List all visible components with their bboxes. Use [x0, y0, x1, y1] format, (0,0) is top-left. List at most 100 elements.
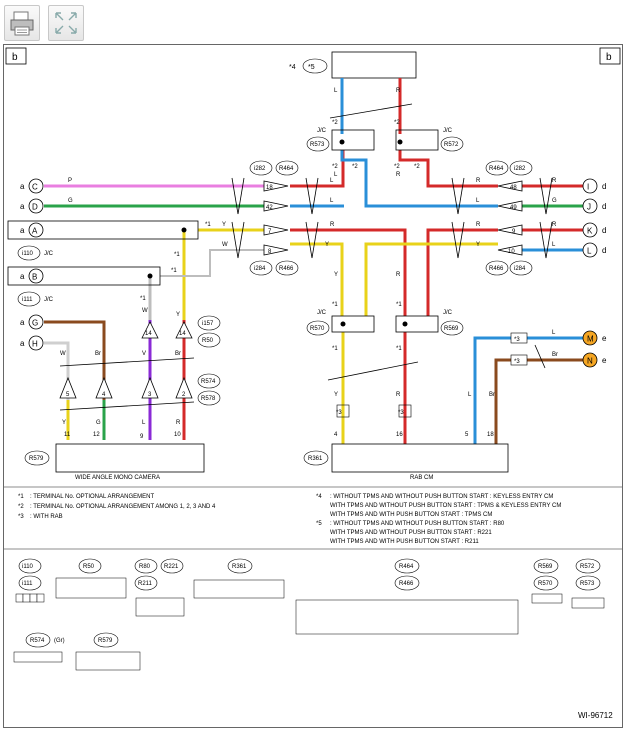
cam-conn-2: 2 — [182, 392, 186, 398]
terminal-suffix: e — [602, 356, 607, 365]
code-r579: R579 — [29, 456, 44, 462]
svg-text:G: G — [96, 420, 101, 426]
terminal-letter: B — [32, 273, 37, 282]
svg-text:W: W — [222, 242, 228, 248]
svg-text:R466: R466 — [399, 581, 414, 587]
code-i284-b: i284 — [514, 266, 526, 272]
svg-text:R572: R572 — [580, 564, 595, 570]
terminal-suffix: d — [602, 226, 606, 235]
note-text: : WITHOUT TPMS AND WITHOUT PUSH BUTTON S… — [330, 494, 553, 500]
svg-text:L: L — [334, 88, 338, 94]
svg-text:G: G — [68, 198, 73, 204]
terminal-circle — [28, 268, 44, 284]
code-r466-a: R466 — [279, 266, 294, 272]
connector-shapes — [59, 180, 523, 399]
pin-7: 7 — [268, 229, 272, 235]
note-text: WITH TPMS AND WITHOUT PUSH BUTTON START … — [330, 503, 561, 509]
terminal-circle — [28, 222, 44, 238]
code-jc-i110: J/C — [44, 251, 54, 257]
fuse-box-label-oval — [302, 58, 328, 74]
svg-text:R: R — [396, 272, 401, 278]
pin-18: 18 — [266, 185, 273, 191]
wires — [44, 78, 583, 444]
svg-text:*1: *1 — [140, 296, 146, 302]
svg-text:*2: *2 — [352, 164, 358, 170]
note-mark: *4 — [316, 494, 322, 500]
cam-conn-4: 4 — [102, 392, 106, 398]
pin-8: 8 — [268, 249, 272, 255]
note-text: : WITHOUT TPMS AND WITHOUT PUSH BUTTON S… — [330, 521, 505, 527]
expand-button[interactable] — [48, 5, 84, 41]
printer-icon — [10, 11, 34, 36]
svg-text:*1: *1 — [174, 252, 180, 258]
svg-text:Br: Br — [175, 351, 181, 357]
code-r466-b: R466 — [489, 266, 504, 272]
code-r464-a: R464 — [279, 166, 294, 172]
print-button[interactable] — [4, 5, 40, 41]
cam-pin-10: 10 — [174, 432, 181, 438]
svg-text:R579: R579 — [98, 638, 113, 644]
terminal-suffix: d — [602, 202, 606, 211]
note-text: WITH TPMS AND WITH PUSH BUTTON START : R… — [330, 539, 479, 545]
page-marker-left-box — [5, 47, 27, 65]
rab-pin-4: 4 — [334, 432, 338, 438]
svg-text:R361: R361 — [232, 564, 247, 570]
svg-text:R: R — [330, 222, 335, 228]
svg-text:Y: Y — [476, 242, 480, 248]
svg-text:R: R — [552, 222, 557, 228]
terminal-letter: I — [587, 183, 589, 192]
terminal-circle — [582, 330, 598, 346]
svg-text:L: L — [476, 198, 480, 204]
note-mark: *3 — [18, 514, 24, 520]
pin-numbers: 18 42 7 8 48 49 9 10 5 4 3 2 11 12 9 10 … — [64, 185, 517, 440]
wire-color-labels: P G Y W L L R Y R L R Y R G R L L R L R … — [60, 88, 558, 426]
svg-text:*1: *1 — [396, 346, 402, 352]
fuse-box — [331, 51, 417, 79]
code-i110: i110 — [22, 251, 34, 257]
svg-text:Y: Y — [222, 222, 226, 228]
notes-right: *4 : WITHOUT TPMS AND WITHOUT PUSH BUTTON… — [316, 494, 561, 545]
svg-text:R211: R211 — [138, 581, 153, 587]
note-text: WITH TPMS AND WITH PUSH BUTTON START : T… — [330, 512, 492, 518]
svg-text:W: W — [60, 351, 66, 357]
code-r572: R572 — [444, 142, 459, 148]
notes-left: *1: TERMINAL No. OPTIONAL ARRANGEMENT*2:… — [18, 494, 216, 520]
note-text: : WITH RAB — [30, 514, 63, 520]
terminal-letter: A — [32, 227, 38, 236]
svg-text:L: L — [330, 178, 334, 184]
connector-code-ovals — [17, 136, 533, 466]
code-i282-a: i282 — [254, 166, 266, 172]
code-i157: i157 — [202, 321, 214, 327]
svg-text:R221: R221 — [164, 564, 179, 570]
junction-dots — [147, 139, 408, 327]
svg-text:R: R — [396, 172, 401, 178]
code-jc-i111: J/C — [44, 297, 54, 303]
m3-boxes — [336, 332, 528, 418]
code-r464-b: R464 — [489, 166, 504, 172]
page-marker-right: b — [606, 52, 612, 63]
terminal-circle — [582, 222, 598, 238]
svg-text:L: L — [552, 242, 556, 248]
svg-text:*3: *3 — [336, 410, 342, 416]
terminal-circle — [582, 178, 598, 194]
svg-text:*2: *2 — [394, 164, 400, 170]
svg-text:*1: *1 — [332, 302, 338, 308]
svg-text:Y: Y — [325, 242, 329, 248]
svg-text:*2: *2 — [332, 120, 338, 126]
rab-unit — [331, 443, 509, 473]
svg-text:R: R — [552, 178, 557, 184]
terminal-circle — [28, 335, 44, 351]
rab-pin-18: 18 — [487, 432, 494, 438]
terminal-letter: C — [32, 183, 38, 192]
svg-text:G: G — [552, 198, 557, 204]
rab-pin-16: 16 — [396, 432, 403, 438]
svg-text:R: R — [396, 88, 401, 94]
svg-text:*3: *3 — [514, 337, 520, 343]
camera-unit-label: WIDE ANGLE MONO CAMERA — [75, 475, 160, 481]
terminal-prefix: a — [20, 339, 25, 348]
code-jc-r569: J/C — [443, 310, 453, 316]
code-r361: R361 — [308, 456, 323, 462]
code-r573: R573 — [310, 142, 325, 148]
